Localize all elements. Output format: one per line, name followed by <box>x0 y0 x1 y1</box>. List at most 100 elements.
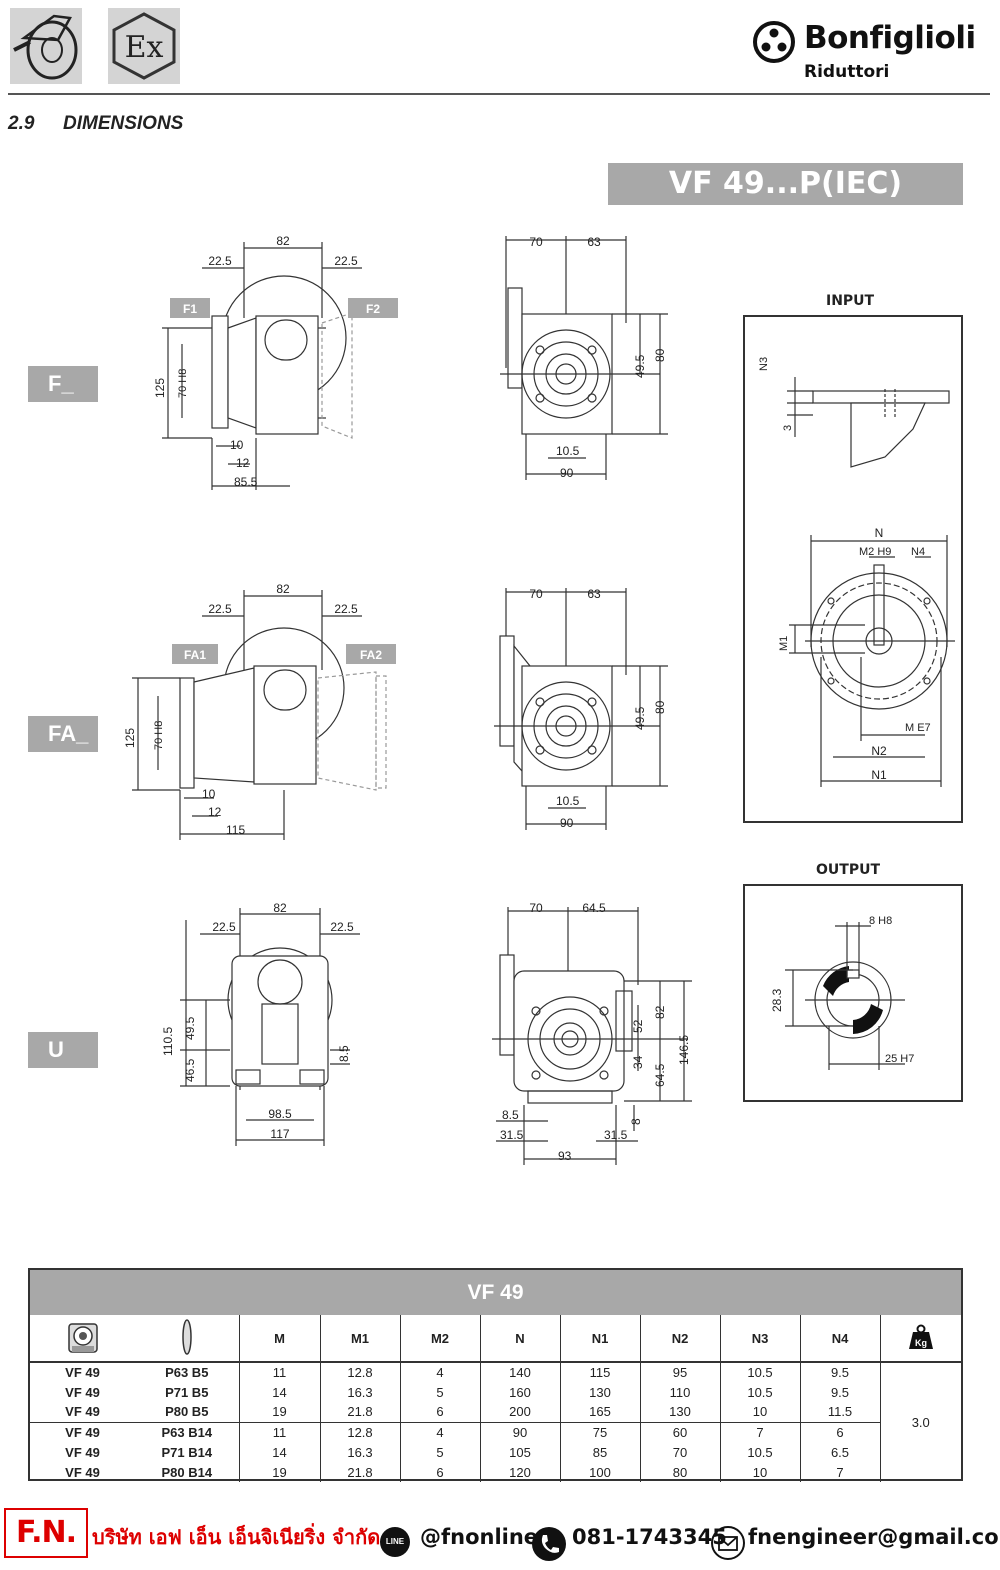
motor-column-header <box>135 1315 240 1363</box>
svg-text:10.5: 10.5 <box>556 794 580 808</box>
col-header-n2: N2 <box>639 1315 720 1363</box>
output-bore-drawing: 8 H8 28.3 25 H7 <box>770 915 914 1070</box>
svg-text:8 H8: 8 H8 <box>869 915 892 927</box>
svg-text:N4: N4 <box>911 546 925 558</box>
svg-text:N1: N1 <box>871 768 887 782</box>
svg-text:82: 82 <box>276 582 290 596</box>
svg-text:28.3: 28.3 <box>770 988 784 1012</box>
svg-text:49.5: 49.5 <box>633 706 647 730</box>
weight-kg-icon: Kg <box>908 1324 933 1349</box>
svg-text:46.5: 46.5 <box>183 1058 197 1082</box>
svg-text:22.5: 22.5 <box>208 602 232 616</box>
svg-text:82: 82 <box>276 234 290 248</box>
motor-cell: P80 B5 <box>135 1402 240 1422</box>
svg-text:22.5: 22.5 <box>208 254 232 268</box>
value-cell-m2: 6 <box>399 1402 480 1422</box>
value-cell-m1: 12.8 <box>319 1362 400 1382</box>
svg-text:N2: N2 <box>871 744 887 758</box>
col-header-n: N <box>479 1315 560 1363</box>
gearbox-column-header <box>30 1315 135 1363</box>
variant-label-f: F_ <box>28 366 98 402</box>
model-banner: VF 49...P(IEC) <box>608 163 963 205</box>
svg-text:10.5: 10.5 <box>556 444 580 458</box>
output-drawing-box: 8 H8 28.3 25 H7 <box>743 884 963 1102</box>
col-header-m: M <box>238 1315 320 1363</box>
svg-text:49.5: 49.5 <box>183 1016 197 1040</box>
value-cell-m: 19 <box>238 1402 320 1422</box>
value-cell-n2: 80 <box>639 1462 720 1482</box>
value-cell-n2: 95 <box>639 1362 720 1382</box>
svg-text:70: 70 <box>529 235 543 249</box>
value-cell-m1: 16.3 <box>319 1442 400 1462</box>
fn-logo: F.N. <box>4 1508 88 1558</box>
value-cell-n2: 130 <box>639 1402 720 1422</box>
value-cell-n: 160 <box>479 1382 560 1402</box>
svg-text:110.5: 110.5 <box>161 1027 175 1056</box>
motor-cell: P80 B14 <box>135 1462 240 1482</box>
svg-text:31.5: 31.5 <box>500 1128 524 1142</box>
f-side-view-drawing: F1 F2 82 22.5 22.5 125 70 H8 10 12 85.5 <box>153 234 398 490</box>
svg-text:49.5: 49.5 <box>633 354 647 378</box>
phone-icon <box>532 1527 566 1561</box>
motor-cell: P71 B14 <box>135 1442 240 1462</box>
svg-text:22.5: 22.5 <box>212 920 236 934</box>
line-id-link[interactable]: @fnonline <box>420 1525 539 1549</box>
value-cell-n1: 75 <box>559 1421 640 1442</box>
motor-cell: P63 B14 <box>135 1421 240 1442</box>
value-cell-n4: 7 <box>799 1462 880 1482</box>
svg-text:82: 82 <box>273 901 287 915</box>
svg-text:64.5: 64.5 <box>582 901 606 915</box>
svg-text:70: 70 <box>529 587 543 601</box>
svg-text:12: 12 <box>236 456 250 470</box>
svg-text:146.5: 146.5 <box>677 1035 691 1065</box>
f-front-view-drawing: 70 63 49.5 80 10.5 90 <box>500 235 668 480</box>
value-cell-n2: 60 <box>639 1421 720 1442</box>
value-cell-n3: 10.5 <box>719 1442 800 1462</box>
phone-number-link[interactable]: 081-1743345 <box>572 1525 727 1549</box>
svg-text:10: 10 <box>202 787 216 801</box>
col-header-weight: Kg <box>879 1315 961 1363</box>
model-cell: VF 49 <box>65 1464 100 1480</box>
value-cell-m2: 5 <box>399 1382 480 1402</box>
value-cell-m1: 12.8 <box>319 1421 400 1442</box>
svg-text:63: 63 <box>587 587 601 601</box>
svg-text:8: 8 <box>629 1118 643 1125</box>
value-cell-m: 11 <box>238 1362 320 1382</box>
value-cell-n1: 85 <box>559 1442 640 1462</box>
svg-text:70: 70 <box>529 901 543 915</box>
svg-text:70 H8: 70 H8 <box>177 369 189 398</box>
section-number: 2.9 <box>8 113 35 134</box>
dimension-table: VF 49 <box>28 1268 963 1482</box>
value-cell-n4: 6.5 <box>799 1442 880 1462</box>
u-front-view-drawing: 70 64.5 52 82 146.5 34 64.5 8.5 31.5 31.… <box>492 901 692 1165</box>
col-header-n1: N1 <box>559 1315 640 1363</box>
svg-text:8.5: 8.5 <box>502 1108 519 1122</box>
svg-text:115: 115 <box>226 823 245 837</box>
email-link[interactable]: fnengineer@gmail.com <box>748 1525 1000 1549</box>
gearbox-icon <box>67 1322 98 1353</box>
value-cell-n3: 10.5 <box>719 1382 800 1402</box>
section-title: DIMENSIONS <box>63 113 184 134</box>
svg-text:70 H8: 70 H8 <box>153 721 165 750</box>
svg-text:22.5: 22.5 <box>330 920 354 934</box>
model-cell: VF 49 <box>30 1421 135 1442</box>
svg-text:12: 12 <box>208 805 222 819</box>
value-cell-n4: 9.5 <box>799 1362 880 1382</box>
svg-text:82: 82 <box>653 1005 667 1019</box>
svg-text:F1: F1 <box>183 302 197 316</box>
value-cell-m: 14 <box>238 1442 320 1462</box>
svg-text:80: 80 <box>653 700 667 714</box>
svg-text:Kg: Kg <box>915 1338 927 1348</box>
svg-text:93: 93 <box>558 1149 572 1163</box>
svg-text:117: 117 <box>270 1127 289 1141</box>
fa-front-view-drawing: 70 63 49.5 80 10.5 90 <box>494 587 668 830</box>
value-cell-m2: 6 <box>399 1462 480 1482</box>
motor-cell: P71 B5 <box>135 1382 240 1402</box>
footer-contact-bar: F.N. บริษัท เอฟ เอ็น เอ็นจิเนียริ่ง จำกั… <box>0 1503 1000 1570</box>
weight-cell: 3.0 <box>879 1362 961 1482</box>
value-cell-n: 140 <box>479 1362 560 1382</box>
